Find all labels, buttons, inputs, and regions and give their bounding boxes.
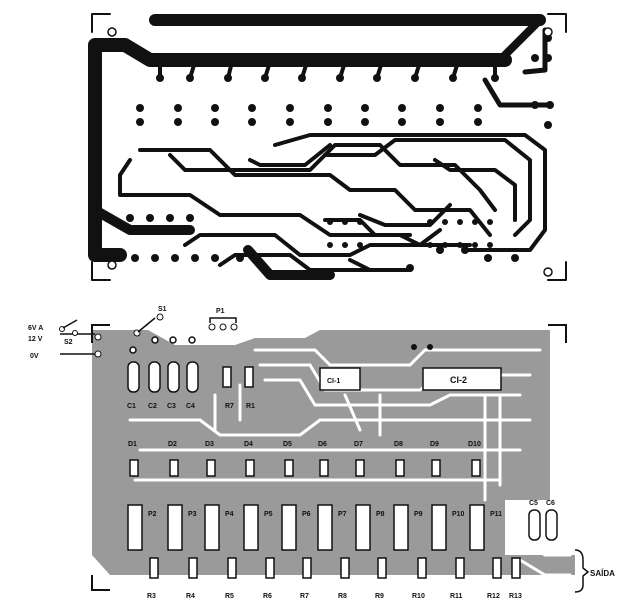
pot-label: P3 xyxy=(188,511,197,518)
component-layout xyxy=(59,313,590,593)
diode-label: D2 xyxy=(168,441,177,448)
copper-layout xyxy=(88,13,567,281)
resistor-label: R11 xyxy=(450,593,463,600)
cap-label: C4 xyxy=(186,403,195,410)
cap-label: C1 xyxy=(127,403,136,410)
pot-label: P7 xyxy=(338,511,347,518)
ground-label: 0V xyxy=(30,353,39,360)
resistor-label: R8 xyxy=(338,593,347,600)
switch-s1-label: S1 xyxy=(158,306,167,313)
diode-label: D4 xyxy=(244,441,253,448)
resistor-label: R9 xyxy=(375,593,384,600)
resistor-label: R5 xyxy=(225,593,234,600)
resistor-label: R12 xyxy=(487,593,500,600)
diode-label: D10 xyxy=(468,441,481,448)
ic1-label: CI-1 xyxy=(327,378,340,385)
resistor-label: R1 xyxy=(246,403,255,410)
diode-label: D8 xyxy=(394,441,403,448)
pot-label: P8 xyxy=(376,511,385,518)
resistor-label: R10 xyxy=(412,593,425,600)
diode-label: D1 xyxy=(128,441,137,448)
diode-label: D6 xyxy=(318,441,327,448)
pot-label: P9 xyxy=(414,511,423,518)
resistor-label: R13 xyxy=(509,593,522,600)
resistor-label: R4 xyxy=(186,593,195,600)
cap-label: C5 xyxy=(529,500,538,507)
labels: 6V A 12 V 0V S2 S1 P1 CI-1 CI-2 C1 C2 C3… xyxy=(28,306,615,600)
pot-label: P5 xyxy=(264,511,273,518)
board-outline xyxy=(92,330,575,575)
cap-label: C3 xyxy=(167,403,176,410)
diode-label: D3 xyxy=(205,441,214,448)
diode-label: D7 xyxy=(354,441,363,448)
diode-label: D9 xyxy=(430,441,439,448)
pot-p1-label: P1 xyxy=(216,308,225,315)
pot-label: P6 xyxy=(302,511,311,518)
switch-s2-label: S2 xyxy=(64,339,73,346)
resistor-label: R6 xyxy=(263,593,272,600)
pot-label: P10 xyxy=(452,511,465,518)
resistor-label: R7 xyxy=(225,403,234,410)
supply-label-1: 6V A xyxy=(28,325,43,332)
resistor-label: R3 xyxy=(147,593,156,600)
output-label: SAÍDA xyxy=(590,569,615,578)
cap-label: C6 xyxy=(546,500,555,507)
pot-label: P11 xyxy=(490,511,502,518)
pot-label: P4 xyxy=(225,511,234,518)
resistor-label: R7 xyxy=(300,593,309,600)
ic2-label: CI-2 xyxy=(450,375,467,385)
diode-label: D5 xyxy=(283,441,292,448)
pot-label: P2 xyxy=(148,511,157,518)
supply-label-2: 12 V xyxy=(28,336,43,343)
cap-label: C2 xyxy=(148,403,157,410)
